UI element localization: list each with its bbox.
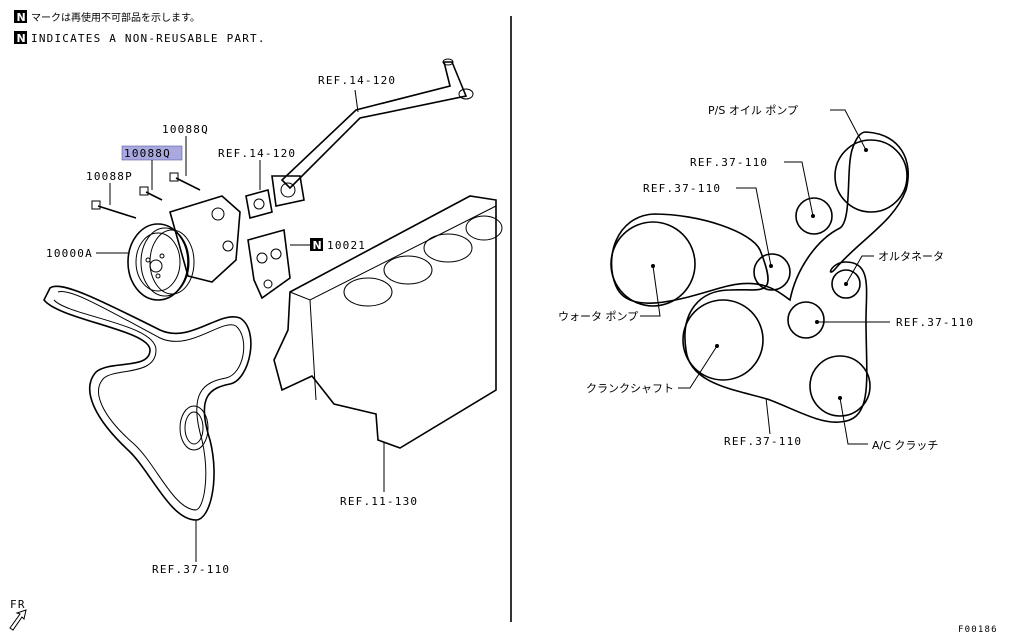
crankshaft-pulley (682, 299, 764, 381)
figure-code: F00186 (958, 625, 998, 635)
leader-line (765, 397, 771, 435)
ps-pump-pulley (834, 139, 908, 213)
tensioner-pulley (753, 253, 791, 291)
water-pump-drawing (127, 195, 241, 301)
legend-marker-letter: N (17, 32, 26, 45)
marker-letter: N (313, 239, 322, 252)
pump-gasket-drawing (247, 228, 291, 300)
water-pipe-drawing (271, 58, 474, 207)
leader-line (830, 109, 867, 151)
idler-pulley-lower (787, 301, 825, 339)
leader-line (736, 187, 772, 267)
leader-line (839, 397, 868, 445)
part-number-label: 10021 (327, 239, 366, 252)
part-number-label-highlighted[interactable]: 10088Q (124, 147, 171, 160)
leader-line (640, 265, 661, 317)
legend-marker-letter: N (17, 11, 26, 24)
legend-text-en: INDICATES A NON-REUSABLE PART. (31, 32, 266, 45)
bolts-drawing (91, 172, 201, 219)
leader-line (354, 89, 359, 113)
part-number-label: 10088P (86, 170, 133, 183)
ref-label: REF.37-110 (152, 563, 230, 576)
legend-text-jp: マークは再使用不可部品を示します。 (31, 11, 200, 24)
ref-label: REF.37-110 (896, 316, 974, 329)
ref-label: REF.14-120 (318, 74, 396, 87)
crankshaft-label: クランクシャフト (586, 382, 674, 395)
alternator-label: オルタネータ (878, 250, 944, 263)
part-number-label: 10088Q (162, 123, 209, 136)
ref-label: REF.37-110 (643, 182, 721, 195)
non-reusable-marker-icon (14, 31, 27, 44)
gasket-drawing (245, 188, 273, 220)
non-reusable-marker-icon (14, 10, 27, 23)
ref-label: REF.11-130 (340, 495, 418, 508)
legend: N マークは再使用不可部品を示します。 N INDICATES A NON-RE… (14, 10, 266, 45)
leader-line (845, 255, 874, 285)
ref-label: REF.37-110 (724, 435, 802, 448)
ac-clutch-pulley (809, 355, 871, 417)
front-arrow-icon (9, 609, 27, 631)
water-pump-label: ウォータ ポンプ (558, 310, 638, 323)
leader-line (678, 345, 718, 389)
ps-pump-label: P/S オイル ポンプ (708, 104, 798, 117)
engine-block-drawing (273, 195, 503, 449)
drive-belt-drawing (43, 285, 252, 521)
ref-label: REF.37-110 (690, 156, 768, 169)
idler-pulley-upper (795, 197, 833, 235)
non-reusable-marker-icon (310, 238, 323, 251)
part-number-label: 10000A (46, 247, 93, 260)
alternator-pulley (831, 269, 861, 299)
belt-layout-drawing (610, 131, 909, 423)
ac-clutch-label: A/C クラッチ (872, 439, 938, 452)
direction-label: FR (10, 598, 26, 611)
ref-label: REF.14-120 (218, 147, 296, 160)
leader-line (784, 161, 814, 217)
